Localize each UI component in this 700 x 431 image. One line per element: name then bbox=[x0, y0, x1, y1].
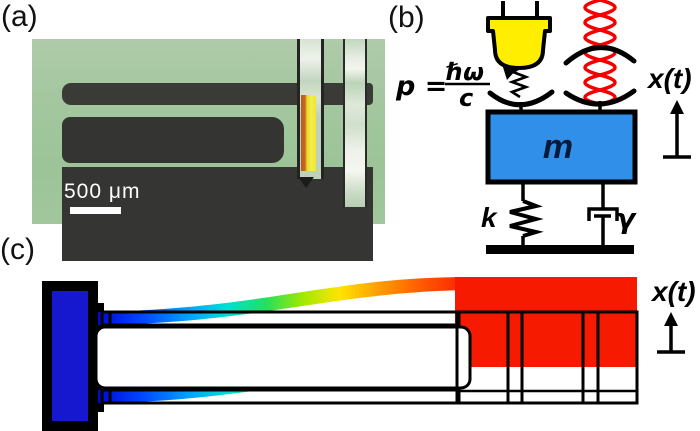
ground-bar bbox=[486, 245, 634, 254]
displacement-label-c: x(t) bbox=[650, 276, 696, 307]
stiffness-label: k bbox=[481, 202, 498, 233]
undeformed-bottom-arm-outline bbox=[100, 388, 461, 405]
undeformed-outlines bbox=[100, 310, 639, 405]
damping-label: γ bbox=[616, 202, 637, 235]
cavity-field-icon bbox=[583, 0, 617, 106]
mirror-top-icon bbox=[563, 45, 637, 66]
fiber-tip-point bbox=[298, 177, 314, 188]
photon-arrowhead-icon bbox=[502, 64, 517, 80]
formula-lhs: p = bbox=[395, 71, 447, 102]
panel-c-label: (c) bbox=[0, 233, 35, 266]
spring-icon bbox=[509, 199, 544, 238]
panel-c-mode-shape: x(t) bbox=[42, 276, 696, 431]
undeformed-beam-outline bbox=[94, 325, 472, 390]
mass-label: m bbox=[543, 128, 573, 166]
etched-channel-top bbox=[62, 83, 373, 105]
fiber-yellow-tip bbox=[301, 95, 316, 171]
damper-icon bbox=[587, 207, 619, 221]
panel-b-schematic: m k γ p = ℏω c x(t) bbox=[395, 0, 692, 254]
photon-squiggle-arrow bbox=[508, 67, 530, 99]
arrow-up-icon bbox=[664, 312, 678, 326]
photodetector-icon bbox=[486, 16, 552, 70]
scale-bar bbox=[70, 207, 121, 214]
etched-region-bottom bbox=[62, 167, 373, 261]
displacement-label-b: x(t) bbox=[646, 63, 692, 94]
anchor-blue-fill bbox=[52, 291, 88, 421]
scale-bar-label: 500 μm bbox=[64, 180, 141, 203]
deformed-paddle bbox=[455, 277, 637, 367]
optical-fiber bbox=[297, 39, 324, 179]
micrograph-photo: 500 μm bbox=[32, 39, 385, 261]
formula-numerator: ℏω bbox=[446, 58, 484, 86]
formula-denominator: c bbox=[459, 84, 473, 112]
etched-cantilever-slot bbox=[62, 117, 284, 163]
glass-capillary bbox=[343, 39, 367, 207]
photon-momentum-formula: p = ℏω c bbox=[395, 58, 490, 112]
displacement-arrow-c bbox=[657, 312, 685, 354]
arrow-up-icon bbox=[670, 100, 684, 114]
panel-a-label: (a) bbox=[1, 0, 38, 33]
mass-block bbox=[485, 109, 638, 185]
displacement-arrow-b bbox=[663, 100, 691, 159]
undeformed-paddle-outline bbox=[455, 310, 639, 405]
undeformed-top-arm-outline bbox=[100, 310, 461, 327]
panel-b-label: (b) bbox=[388, 1, 425, 34]
